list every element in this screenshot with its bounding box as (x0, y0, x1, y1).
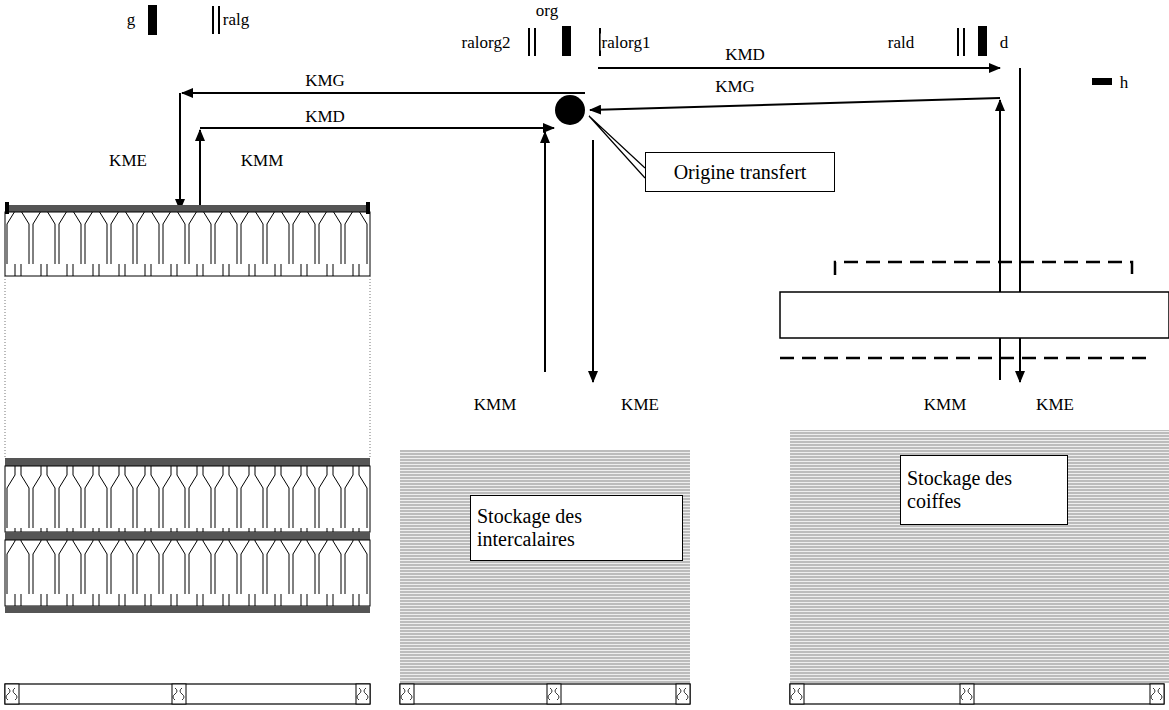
callout-pointer (589, 116, 645, 178)
sensor-bars (148, 5, 1112, 85)
transfer-origin (555, 95, 585, 125)
cap-stack (790, 430, 1169, 683)
signal-label: KMD (304, 108, 346, 125)
sensor-label: ralorg2 (461, 34, 512, 51)
storage-label-box: Stockage des intercalaires (470, 495, 683, 561)
signal-label: KMM (923, 396, 968, 413)
node-text: Stockage des intercalaires (471, 503, 682, 553)
sensor-label: ralg (222, 11, 250, 28)
sensor-label: d (999, 34, 1010, 51)
signal-label: KMD (724, 46, 766, 63)
sensor-label: org (535, 2, 559, 19)
callout-box: Origine transfert (645, 152, 835, 192)
sensor-label: g (126, 11, 137, 28)
signal-label: KME (620, 396, 660, 413)
sensor-label: ralorg1 (601, 34, 652, 51)
gripper-plate (780, 292, 1169, 338)
sensor-label: rald (887, 34, 915, 51)
signal-label: KME (1035, 396, 1075, 413)
pallet-feet (5, 684, 1164, 704)
storage-label-box: Stockage des coiffes (900, 455, 1068, 525)
dashed-position (835, 262, 1132, 275)
signal-label: KMG (714, 78, 756, 95)
pallets (5, 684, 1164, 704)
sensor-label: h (1119, 74, 1130, 91)
node-text: Stockage des coiffes (901, 465, 1067, 515)
signal-label: KME (108, 152, 148, 169)
bottle-pallet (5, 202, 370, 613)
node-text: Origine transfert (668, 159, 813, 186)
signal-label: KMM (473, 396, 518, 413)
interleaf-stack (400, 450, 690, 683)
dashed-position (780, 357, 1150, 360)
signal-label: KMG (304, 72, 346, 89)
signal-label: KMM (240, 152, 285, 169)
